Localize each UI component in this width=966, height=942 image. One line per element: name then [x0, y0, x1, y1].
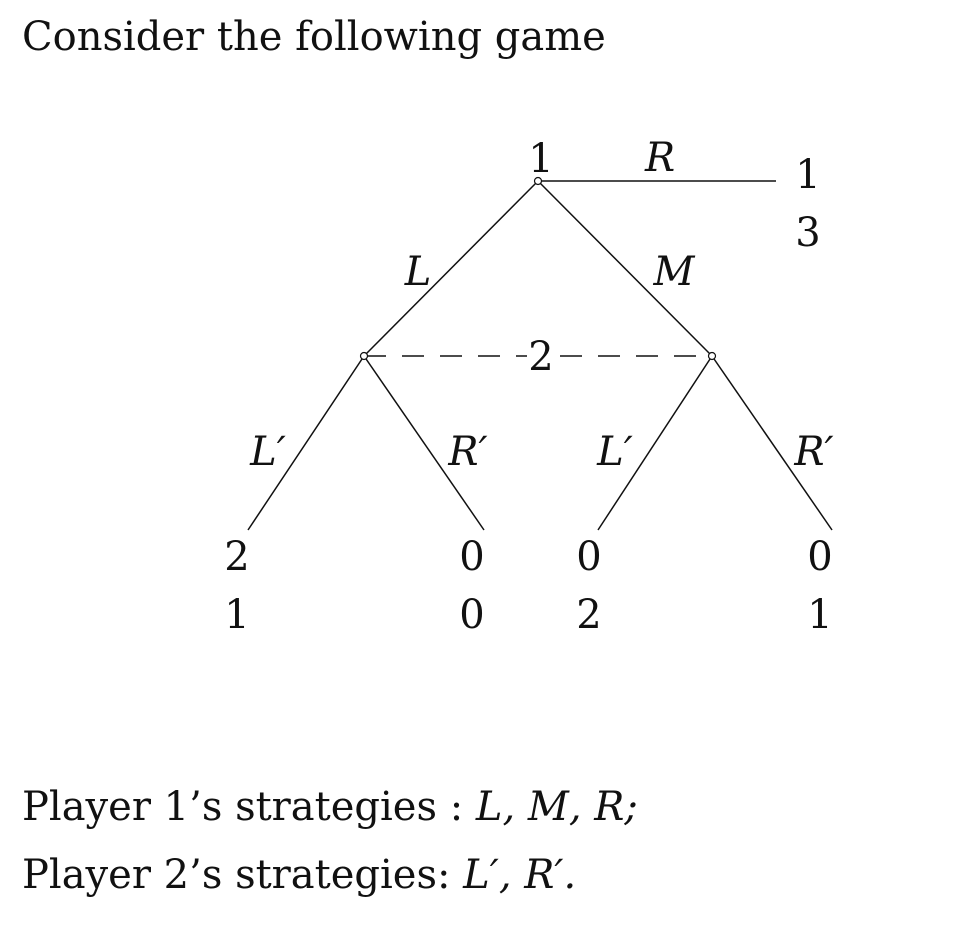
- action-label-left-Lprime: L′: [249, 429, 286, 475]
- root-node: [533, 176, 543, 186]
- branch-M: [537, 180, 713, 357]
- branch-L: [363, 180, 539, 357]
- player2-strategies: Player 2’s strategies: L′, R′.: [22, 852, 576, 898]
- player2-strategies-actions: L′, R′.: [463, 852, 577, 898]
- payoff-MR-p2: 1: [807, 592, 832, 638]
- branch-M-Rprime: [711, 355, 833, 531]
- payoff-R-p1: 1: [795, 152, 820, 198]
- action-label-L: L: [404, 249, 432, 295]
- payoff-ML-p1: 0: [576, 534, 601, 580]
- action-label-left-Rprime: R′: [447, 429, 487, 475]
- payoff-R-p2: 3: [795, 210, 820, 256]
- root-player-label: 1: [528, 136, 553, 182]
- payoff-LL-p1: 2: [224, 534, 249, 580]
- branch-L-Lprime: [247, 355, 365, 531]
- action-label-M: M: [653, 249, 696, 295]
- node-2-right: [707, 351, 717, 361]
- payoff-LR-p1: 0: [459, 534, 484, 580]
- payoff-ML-p2: 2: [576, 592, 601, 638]
- player2-strategies-label: Player 2’s strategies:: [22, 852, 464, 898]
- info-set-player-label: 2: [528, 334, 553, 380]
- node-2-left: [359, 351, 369, 361]
- heading: Consider the following game: [22, 14, 606, 60]
- player1-strategies: Player 1’s strategies : L, M, R;: [22, 784, 638, 830]
- action-label-R: R: [644, 135, 675, 181]
- action-label-right-Rprime: R′: [793, 429, 833, 475]
- branch-L-Rprime: [363, 355, 485, 531]
- payoff-LL-p2: 1: [224, 592, 249, 638]
- payoff-MR-p1: 0: [807, 534, 832, 580]
- action-label-right-Lprime: L′: [596, 429, 633, 475]
- player1-strategies-label: Player 1’s strategies :: [22, 784, 476, 830]
- player1-strategies-actions: L, M, R;: [475, 784, 638, 830]
- branch-M-Lprime: [597, 355, 713, 531]
- payoff-LR-p2: 0: [459, 592, 484, 638]
- game-tree: 1 2 R L M L′ R′ L′ R′ 1 3 2 1 0 0 0 2 0 …: [224, 135, 833, 638]
